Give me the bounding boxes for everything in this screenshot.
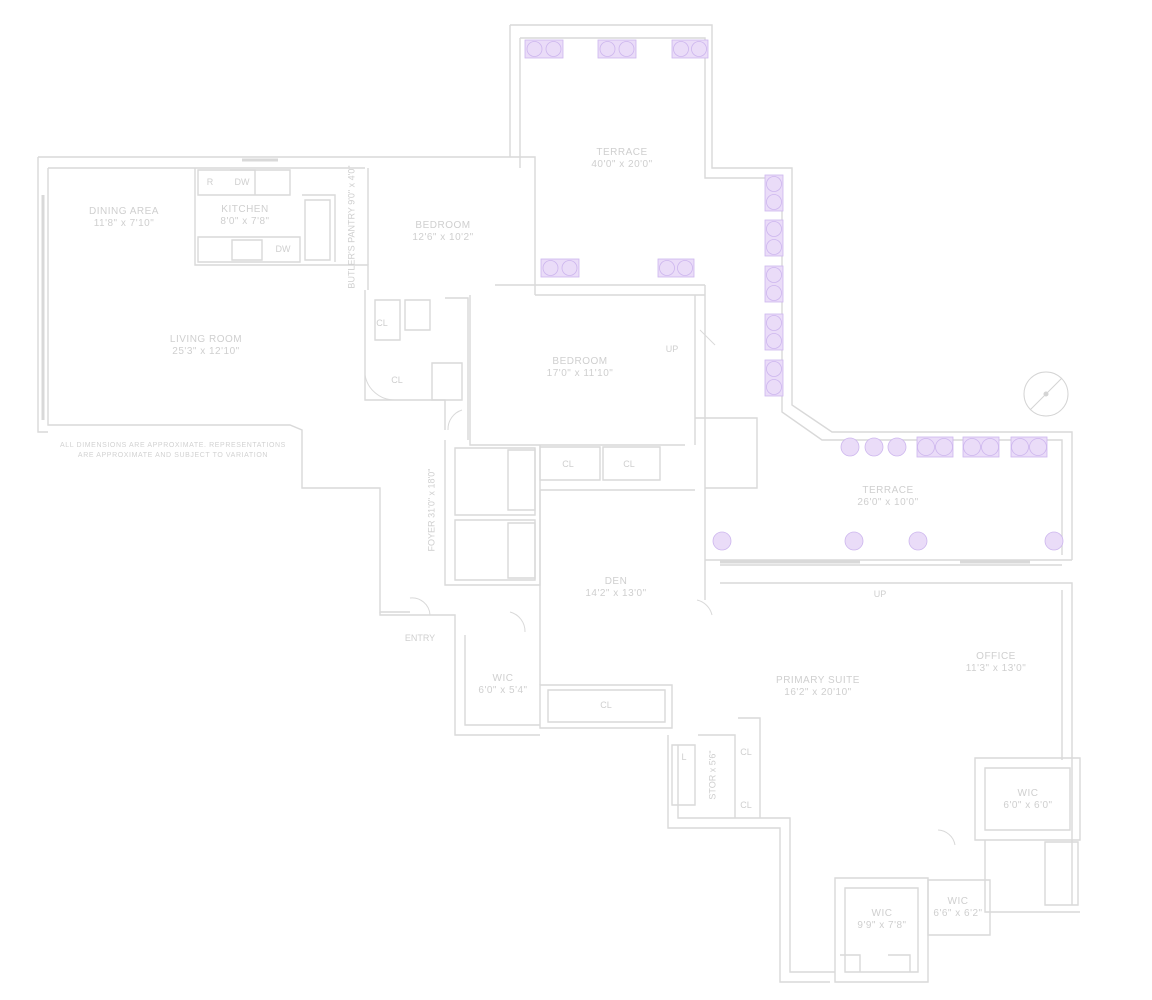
refrigerator-label: R xyxy=(206,177,214,187)
planter-plant xyxy=(545,41,562,57)
planter-plant xyxy=(766,194,782,210)
closet-label: CL xyxy=(623,459,635,469)
planter-box xyxy=(916,436,954,458)
compass-icon xyxy=(1023,371,1069,417)
terrace-planters xyxy=(524,39,1064,551)
walls xyxy=(37,24,1081,983)
closet-label: CL xyxy=(740,747,752,757)
closet-label: CL xyxy=(391,375,403,385)
planter-plant xyxy=(659,260,675,276)
planter-plant xyxy=(542,260,559,276)
planter-box xyxy=(1010,436,1048,458)
planter-plant xyxy=(963,438,981,456)
planter-plant xyxy=(526,41,543,57)
planter-box xyxy=(962,436,1000,458)
planter-plant xyxy=(1011,438,1029,456)
closet-label: CL xyxy=(376,318,388,328)
planter-plant xyxy=(766,379,782,395)
room-label-butlers-pantry: BUTLER'S PANTRY 9'0" x 4'0" xyxy=(346,165,357,289)
planter-plant xyxy=(766,239,782,255)
planter-plant xyxy=(766,361,782,377)
planter-pot xyxy=(908,531,928,551)
planter-pot xyxy=(844,531,864,551)
planter-plant xyxy=(618,41,635,57)
closet-label: CL xyxy=(562,459,574,469)
planter-box xyxy=(764,265,784,303)
planter-plant xyxy=(599,41,616,57)
planter-box xyxy=(671,39,709,59)
disclaimer-note: ALL DIMENSIONS ARE APPROXIMATE. REPRESEN… xyxy=(60,442,286,459)
planter-pot xyxy=(1044,531,1064,551)
planter-box xyxy=(540,258,580,278)
planter-plant xyxy=(766,333,782,349)
planter-plant xyxy=(673,41,689,57)
dishwasher-label: DW xyxy=(234,177,250,187)
planter-pot xyxy=(840,437,860,457)
closet-label: CL xyxy=(600,700,612,710)
linen-label: L xyxy=(681,752,687,762)
dishwasher-label-2: DW xyxy=(275,244,291,254)
planter-plant xyxy=(561,260,578,276)
planter-box xyxy=(764,359,784,397)
planter-plant xyxy=(917,438,935,456)
planter-box xyxy=(657,258,695,278)
planter-pot xyxy=(712,531,732,551)
up-label: UP xyxy=(665,344,679,354)
planter-plant xyxy=(766,176,782,192)
planter-plant xyxy=(981,438,999,456)
planter-plant xyxy=(677,260,693,276)
planter-box xyxy=(764,219,784,257)
storage-label: STOR x 5'6" xyxy=(707,750,718,800)
planter-pot xyxy=(887,437,907,457)
room-label-foyer: FOYER 31'0" x 18'0" xyxy=(426,468,437,552)
planter-plant xyxy=(691,41,707,57)
entry-label: ENTRY xyxy=(404,633,436,643)
planter-box xyxy=(597,39,637,59)
closet-label: CL xyxy=(740,800,752,810)
planter-plant xyxy=(766,221,782,237)
planter-box xyxy=(764,174,784,212)
planter-plant xyxy=(766,285,782,301)
planter-plant xyxy=(766,315,782,331)
planter-plant xyxy=(766,267,782,283)
planter-box xyxy=(524,39,564,59)
planter-box xyxy=(764,313,784,351)
up-label: UP xyxy=(873,589,887,599)
planter-plant xyxy=(935,438,953,456)
planter-pot xyxy=(864,437,884,457)
planter-plant xyxy=(1029,438,1047,456)
